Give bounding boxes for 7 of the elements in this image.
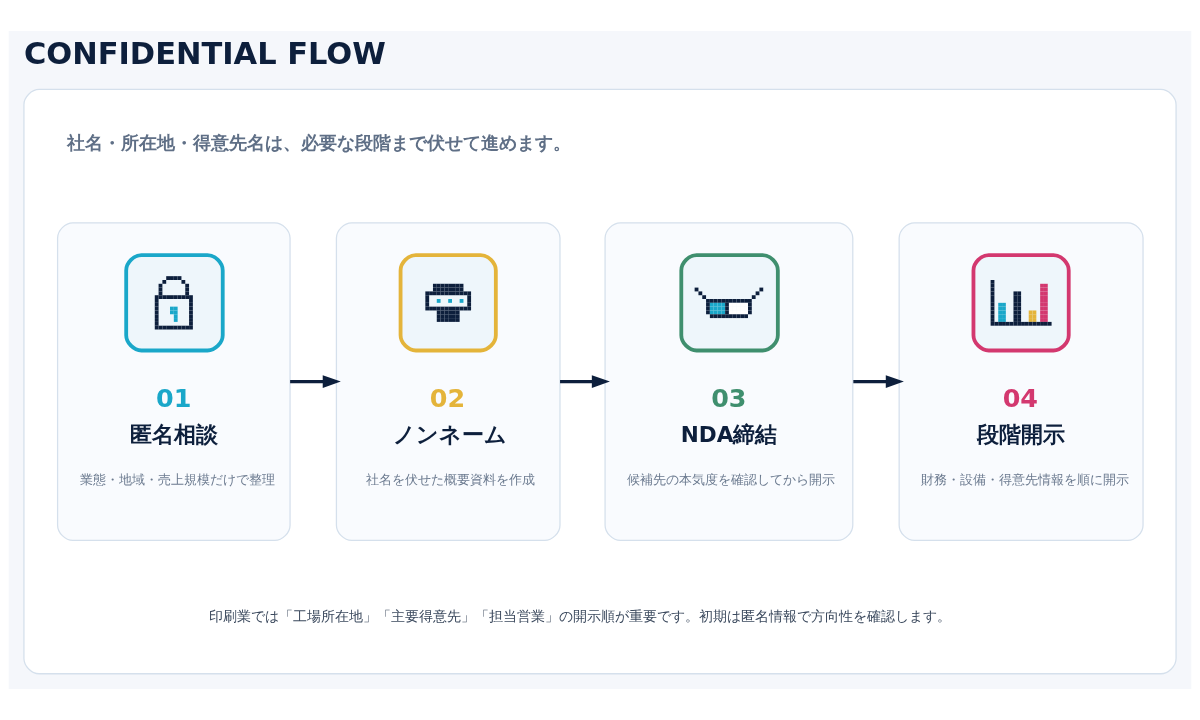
arrow <box>290 375 341 388</box>
label: 印刷業では「工場所在地」「主要得意先」「担当営業」の開示順が重要です。初期は匿名情報で方向性を確認します。 <box>208 608 951 625</box>
arrow <box>853 375 904 388</box>
cluster <box>23 88 1177 675</box>
diagram-title: CONFIDENTIAL FLOW <box>23 36 386 72</box>
label: 社名・所在地・得意先名は、必要な段階まで伏せて進めます。 <box>67 131 572 153</box>
arrow <box>560 375 610 388</box>
